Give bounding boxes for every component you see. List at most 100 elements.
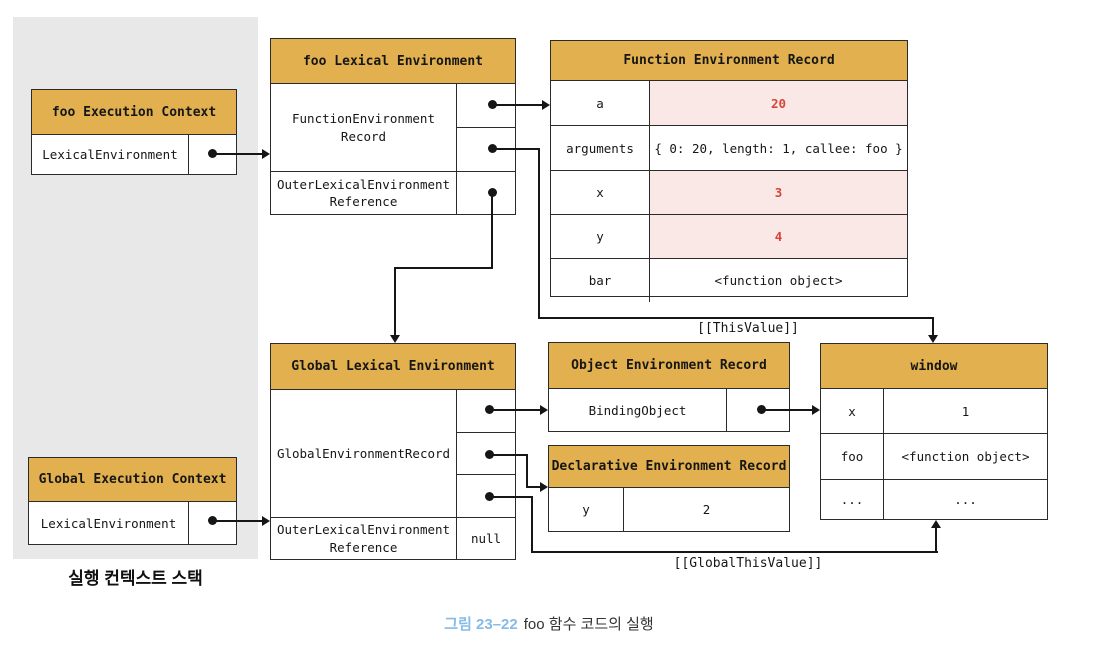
foo-ec-pointer-cell — [188, 135, 236, 174]
foo-execution-context-title: foo Execution Context — [32, 90, 236, 135]
connector-outer-ref-2 — [394, 267, 493, 269]
fer-key: arguments — [551, 126, 650, 170]
foo-le-outer-reference-pointer-cell — [456, 172, 515, 214]
foo-ec-lexical-environment-label: LexicalEnvironment — [42, 147, 178, 162]
object-environment-record-title: Object Environment Record — [549, 343, 789, 389]
fer-key: a — [551, 81, 650, 125]
table-row: x 3 — [551, 170, 907, 214]
arrowhead-outer-ref-to-global-le — [390, 335, 400, 343]
declarative-environment-record-title: Declarative Environment Record — [549, 446, 789, 488]
global-ec-pointer-cell — [188, 502, 236, 544]
binding-object-label: BindingObject — [588, 402, 687, 418]
connector-outer-ref-3 — [394, 267, 396, 335]
fer-value: 3 — [650, 171, 907, 214]
arrowhead-global-ec-to-global-le — [262, 516, 270, 526]
window-key: foo — [821, 434, 884, 479]
fer-value: 4 — [650, 215, 907, 258]
foo-le-pointer-column — [456, 84, 515, 171]
window-key: ... — [821, 480, 884, 519]
connector-this-value-4 — [932, 317, 934, 336]
table-row: ... ... — [821, 479, 1047, 519]
arrowhead-global-le-to-oer — [540, 405, 548, 415]
global-le-outer-reference-value: null — [456, 518, 515, 559]
global-le-oer-pointer-dot — [485, 405, 494, 414]
arrowhead-global-le-to-der — [540, 482, 548, 492]
connector-global-ec-to-global-le — [214, 520, 262, 522]
this-value-pointer-dot — [488, 144, 497, 153]
foo-le-pointer-cell-2 — [457, 127, 515, 171]
connector-outer-ref-1 — [491, 192, 493, 269]
global-this-value-edge-label: [[GlobalThisValue]] — [673, 556, 823, 571]
arrowhead-global-this-value-to-window — [931, 520, 941, 528]
foo-execution-context-box: foo Execution Context LexicalEnvironment — [31, 89, 237, 175]
arrowhead-binding-object-to-window — [812, 405, 820, 415]
global-le-der-pointer-dot — [485, 450, 494, 459]
foo-lexical-environment-box: foo Lexical Environment FunctionEnvironm… — [270, 38, 516, 215]
connector-global-this-value-2 — [531, 496, 533, 553]
connector-global-this-value-4 — [935, 528, 937, 551]
global-le-pointer-cell-3 — [457, 474, 515, 517]
binding-object-pointer-dot — [757, 405, 766, 414]
connector-binding-object-to-window — [765, 409, 812, 411]
connector-this-value-2 — [538, 148, 540, 318]
oer-pointer-cell — [726, 389, 789, 431]
figure-caption: 그림 23–22 foo 함수 코드의 실행 — [0, 613, 1098, 634]
window-value: ... — [954, 492, 977, 507]
table-row: arguments { 0: 20, length: 1, callee: fo… — [551, 125, 907, 170]
arrowhead-foo-ec-to-foo-le — [262, 149, 270, 159]
global-le-outer-reference-label: OuterLexicalEnvironment Reference — [276, 522, 451, 555]
connector-global-le-to-der-3 — [526, 486, 540, 488]
global-environment-record-label: GlobalEnvironmentRecord — [276, 446, 451, 461]
function-environment-record-label: FunctionEnvironment Record — [292, 111, 435, 144]
window-object-table: window x 1 foo <function object> ... ... — [820, 343, 1048, 520]
table-row: a 20 — [551, 81, 907, 125]
function-environment-record-title: Function Environment Record — [551, 41, 907, 81]
arrowhead-this-value-to-window — [928, 335, 938, 343]
global-this-value-pointer-dot — [485, 492, 494, 501]
function-environment-record-table: Function Environment Record a 20 argumen… — [550, 40, 908, 302]
der-value: 2 — [702, 502, 711, 517]
figure-caption-text: foo 함수 코드의 실행 — [523, 616, 654, 633]
connector-this-value-1 — [496, 148, 540, 150]
table-row: bar <function object> — [551, 258, 907, 302]
global-execution-context-title: Global Execution Context — [29, 458, 236, 502]
foo-le-fer-pointer-dot — [488, 100, 497, 109]
connector-foo-ec-to-foo-le — [214, 153, 262, 155]
fer-value: { 0: 20, length: 1, callee: foo } — [654, 140, 903, 156]
object-environment-record-box: Object Environment Record BindingObject — [548, 342, 790, 432]
arrowhead-foo-le-to-fer — [542, 100, 550, 110]
table-row: foo <function object> — [821, 433, 1047, 479]
window-key: x — [821, 389, 884, 433]
global-le-pointer-cell-2 — [457, 431, 515, 475]
connector-foo-le-to-fer — [496, 104, 542, 106]
table-row: y 2 — [549, 488, 789, 531]
connector-global-this-value-1 — [493, 496, 533, 498]
global-lexical-environment-box: Global Lexical Environment GlobalEnviron… — [270, 343, 516, 560]
this-value-edge-label: [[ThisValue]] — [697, 321, 799, 336]
foo-ec-pointer-dot — [208, 149, 217, 158]
window-value: 1 — [961, 403, 970, 419]
global-le-pointer-column — [456, 390, 515, 517]
table-row: x 1 — [821, 389, 1047, 433]
global-execution-context-box: Global Execution Context LexicalEnvironm… — [28, 457, 237, 545]
window-value: <function object> — [901, 449, 1030, 464]
der-key: y — [549, 488, 624, 531]
figure-number: 그림 23–22 — [444, 616, 518, 633]
connector-global-le-to-der-1 — [493, 454, 528, 456]
fer-key: x — [551, 171, 650, 214]
foo-le-outer-reference-label: OuterLexicalEnvironment Reference — [276, 176, 451, 210]
fer-key: bar — [551, 259, 650, 302]
declarative-environment-record-box: Declarative Environment Record y 2 — [548, 445, 790, 532]
connector-global-this-value-3 — [531, 551, 938, 553]
fer-value: 20 — [650, 81, 907, 125]
table-row: y 4 — [551, 214, 907, 258]
window-title: window — [821, 344, 1047, 389]
execution-context-stack-label: 실행 컨텍스트 스택 — [68, 569, 203, 588]
fer-value: <function object> — [714, 273, 843, 288]
connector-this-value-3 — [538, 317, 934, 319]
foo-lexical-environment-title: foo Lexical Environment — [271, 39, 515, 84]
global-lexical-environment-title: Global Lexical Environment — [271, 344, 515, 390]
global-ec-pointer-dot — [208, 516, 217, 525]
connector-global-le-to-der-2 — [526, 454, 528, 487]
